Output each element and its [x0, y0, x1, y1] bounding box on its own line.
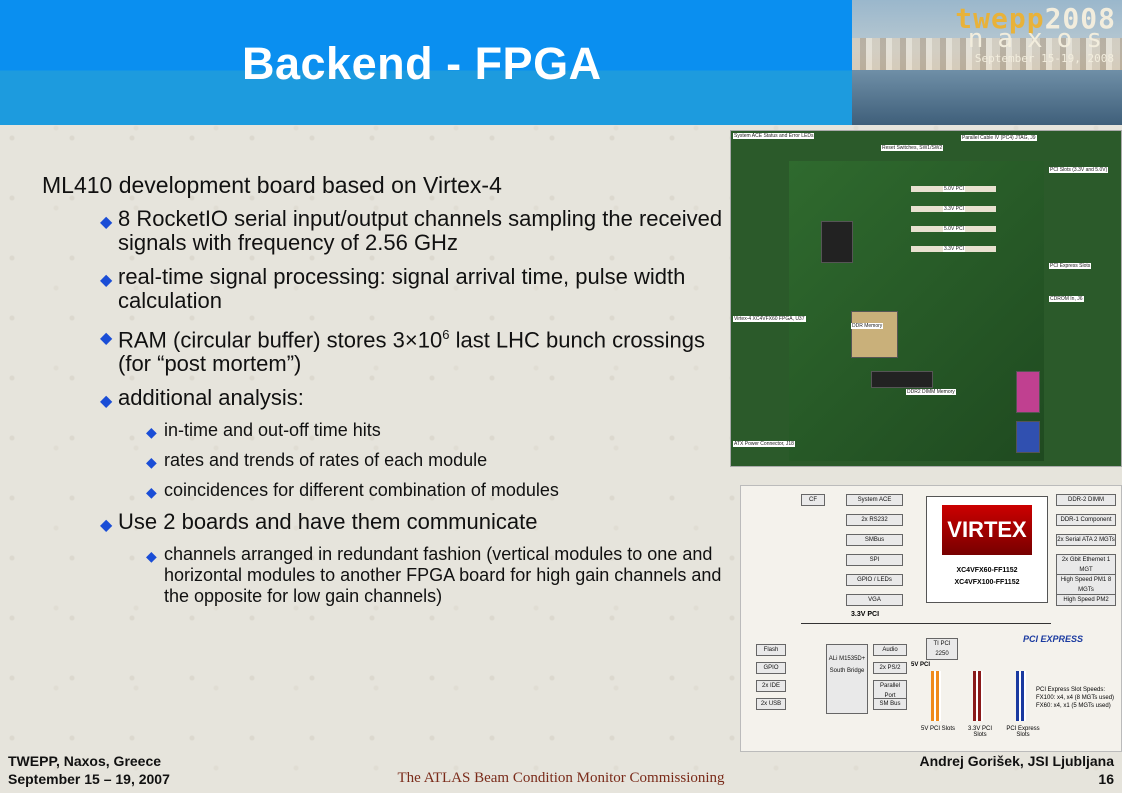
- block: 2x USB: [756, 698, 786, 710]
- ml410-board-photo: 5.0V PCI 3.3V PCI 5.0V PCI 3.3V PCI Syst…: [730, 130, 1122, 467]
- slot-label: PCI Express Slots: [1006, 726, 1040, 738]
- block: DDR-2 DIMM: [1056, 494, 1116, 506]
- footer-date: September 15 – 19, 2007: [8, 771, 170, 787]
- board-label: PCI Express Slots: [1049, 263, 1092, 269]
- slide-content: ML410 development board based on Virtex-…: [40, 172, 730, 616]
- board-label: DDR2 DIMM Memory: [906, 389, 956, 395]
- pci-bus-line: [801, 623, 1051, 624]
- bullet-signal-processing: ◆real-time signal processing: signal arr…: [100, 264, 686, 313]
- board-label: Reset Switches, SW1/SW2: [881, 145, 944, 151]
- fpga-chip: [851, 311, 898, 358]
- chip: [871, 371, 933, 388]
- main-heading: ML410 development board based on Virtex-…: [42, 172, 502, 198]
- pcie-slot-icon: [1016, 671, 1026, 721]
- slot-label: 5.0V PCI: [943, 226, 966, 232]
- ti-bridge-block: TI PCI 2250: [926, 638, 958, 660]
- block: High Speed PM2: [1056, 594, 1116, 606]
- slide-title: Backend - FPGA: [242, 38, 602, 89]
- pcie-speed-note: PCI Express Slot Speeds: FX100: x4, x4 (…: [1036, 687, 1115, 709]
- footer-author: Andrej Gorišek, JSI Ljubljana: [919, 753, 1115, 769]
- sub-bullet: ◆coincidences for different combination …: [40, 480, 730, 501]
- block: SPI: [846, 554, 903, 566]
- diamond-bullet-icon: ◆: [100, 272, 113, 289]
- footer-conference: TWEPP, Naxos, Greece: [8, 753, 162, 769]
- block: Flash: [756, 644, 786, 656]
- slide-number: 16: [1098, 771, 1114, 787]
- block-diagram: CF System ACE 2x RS232 SMBus SPI GPIO / …: [740, 485, 1122, 752]
- diamond-bullet-icon: ◆: [100, 330, 113, 347]
- diamond-bullet-icon: ◆: [146, 484, 157, 501]
- block: SM Bus: [873, 698, 907, 710]
- diamond-bullet-icon: ◆: [146, 454, 157, 471]
- board-label: CDROM In, J6: [1049, 296, 1084, 302]
- slot-label: 3.3V PCI: [943, 246, 966, 252]
- board-label: ATX Power Connector, J18: [733, 441, 795, 447]
- virtex4-fpga-block: VIRTEX 4 XC4VFX60-FF1152 XC4VFX100-FF115…: [926, 496, 1048, 603]
- block: System ACE: [846, 494, 903, 506]
- sub-bullet: ◆channels arranged in redundant fashion …: [146, 544, 722, 607]
- virtex-logo: VIRTEX 4: [942, 505, 1032, 592]
- south-bridge-block: ALi M1535D+ South Bridge: [826, 644, 868, 714]
- block: GPIO: [756, 662, 786, 674]
- cf-block: CF: [801, 494, 825, 506]
- diamond-bullet-icon: ◆: [146, 548, 157, 565]
- footer-left: TWEPP, Naxos, Greece September 15 – 19, …: [8, 752, 170, 788]
- bus-label: 5V PCI: [911, 662, 931, 668]
- logo-date: September 15-19, 2008: [974, 52, 1114, 65]
- pcie-logo: PCI EXPRESS: [1023, 634, 1084, 644]
- board-label: DDR Memory: [851, 323, 884, 329]
- block: Audio: [873, 644, 907, 656]
- block: DDR-1 Component: [1056, 514, 1116, 526]
- bullet-two-boards: ◆Use 2 boards and have them communicate: [40, 510, 730, 535]
- logo-title: twepp2008: [955, 2, 1116, 35]
- slot-label: 5.0V PCI: [943, 186, 966, 192]
- diamond-bullet-icon: ◆: [100, 214, 113, 231]
- bullet-analysis: ◆additional analysis:: [40, 386, 730, 411]
- vga-port: [1016, 421, 1040, 453]
- diamond-bullet-icon: ◆: [100, 517, 113, 535]
- block: High Speed PM1 8 MGTs: [1056, 574, 1116, 596]
- board-label: Virtex-4 XC4VFX60 FPGA, U37: [733, 316, 806, 322]
- block: GPIO / LEDs: [846, 574, 903, 586]
- block: VGA: [846, 594, 903, 606]
- footer-right: Andrej Gorišek, JSI Ljubljana 16: [920, 752, 1115, 788]
- bullet-ram: ◆RAM (circular buffer) stores 3×106 last…: [100, 327, 706, 377]
- twepp-logo: twepp2008 naxos September 15-19, 2008: [852, 0, 1122, 125]
- block: 2x Gbit Ethernet 1 MGT: [1056, 554, 1116, 576]
- block: 2x PS/2: [873, 662, 907, 674]
- logo-harbor-image: [852, 70, 1122, 125]
- fpga-part-2: XC4VFX100-FF1152: [954, 579, 1020, 586]
- slot-label: 3.3V PCI Slots: [967, 726, 992, 738]
- slot-label: 3.3V PCI: [943, 206, 966, 212]
- sub-bullet: ◆rates and trends of rates of each modul…: [40, 450, 730, 471]
- parallel-port: [1016, 371, 1040, 413]
- footer-talk-title: The ATLAS Beam Condition Monitor Commiss…: [397, 770, 725, 786]
- board-label: PCI Slots (3.3V and 5.0V): [1049, 167, 1109, 173]
- block: 2x Serial ATA 2 MGTs: [1056, 534, 1116, 546]
- sub-bullet: ◆in-time and out-off time hits: [40, 420, 730, 441]
- slot-label: 5V PCI Slots: [920, 726, 955, 732]
- bus-label: 3.3V PCI: [851, 611, 880, 618]
- bullet-rocketio: ◆8 RocketIO serial input/output channels…: [100, 206, 723, 255]
- fpga-part-1: XC4VFX60-FF1152: [956, 567, 1018, 574]
- logo-location: naxos: [967, 24, 1116, 54]
- pci-slot-icon: [973, 671, 983, 721]
- chip: [821, 221, 853, 263]
- pci-slot-icon: [931, 671, 941, 721]
- block: SMBus: [846, 534, 903, 546]
- diamond-bullet-icon: ◆: [146, 424, 157, 441]
- block: 2x RS232: [846, 514, 903, 526]
- board-label: Parallel Cable IV (PC4) JTAG, J9: [961, 135, 1037, 141]
- block: 2x IDE: [756, 680, 786, 692]
- diamond-bullet-icon: ◆: [100, 393, 113, 411]
- board-label: System ACE Status and Error LEDs: [733, 133, 815, 139]
